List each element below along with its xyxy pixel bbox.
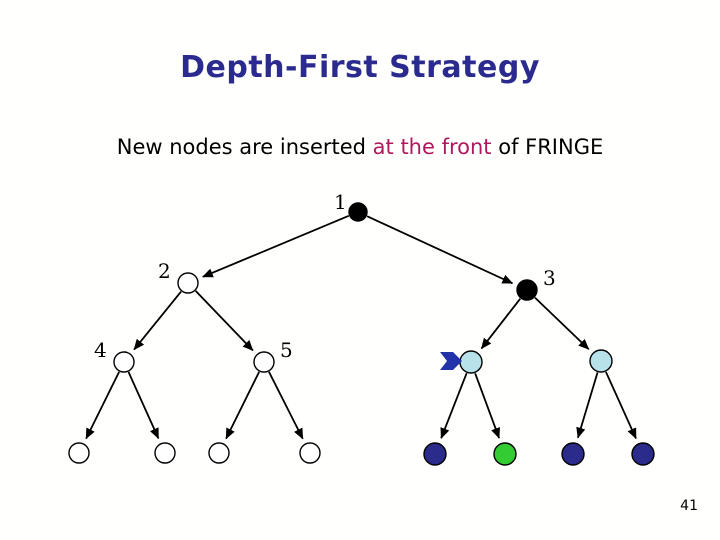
tree-node[interactable] [348, 202, 368, 222]
page-number: 41 [680, 498, 698, 514]
tree-node[interactable] [177, 272, 199, 294]
tree-node[interactable] [516, 279, 538, 301]
subtitle-line: New nodes are inserted at the front of F… [0, 135, 720, 159]
tree-node[interactable] [208, 442, 230, 464]
tree-node[interactable] [561, 442, 585, 466]
tree-edge [127, 371, 160, 440]
tree-node-label: 1 [334, 190, 347, 214]
tree-edge-layer [85, 215, 637, 440]
tree-node[interactable] [459, 350, 483, 374]
tree-node[interactable] [154, 442, 176, 464]
tree-node[interactable] [113, 351, 135, 373]
tree-edge [366, 215, 514, 285]
tree-edge [133, 290, 182, 351]
tree-node[interactable] [68, 442, 90, 464]
tree-node-label: 4 [94, 338, 107, 362]
tree-edge [605, 371, 637, 440]
tree-node[interactable] [589, 349, 613, 373]
tree-edge [194, 290, 254, 352]
tree-edge [268, 371, 304, 440]
fringe-pointer-layer [440, 352, 462, 370]
tree-node[interactable] [493, 442, 517, 466]
tree-edge [480, 298, 521, 350]
tree-edge [225, 371, 260, 440]
tree-edge [85, 371, 120, 440]
subtitle-highlight: at the front [372, 135, 492, 159]
tree-edge [576, 372, 599, 439]
tree-edge [202, 215, 350, 278]
page-title: Depth-First Strategy [180, 50, 540, 85]
tree-node[interactable] [299, 442, 321, 464]
tree-node-label: 3 [543, 266, 556, 290]
fringe-pointer-icon [440, 352, 462, 370]
tree-node[interactable] [423, 442, 447, 466]
tree-node[interactable] [631, 442, 655, 466]
tree-edge [474, 372, 501, 439]
tree-node-label: 5 [280, 338, 293, 362]
subtitle-prefix: New nodes are inserted [116, 135, 373, 159]
tree-node-layer [68, 202, 655, 466]
tree-node[interactable] [253, 351, 275, 373]
tree-edge [534, 296, 590, 350]
subtitle-suffix: of FRINGE [491, 135, 604, 159]
tree-node-label: 2 [158, 259, 171, 283]
tree-edge [440, 372, 468, 439]
